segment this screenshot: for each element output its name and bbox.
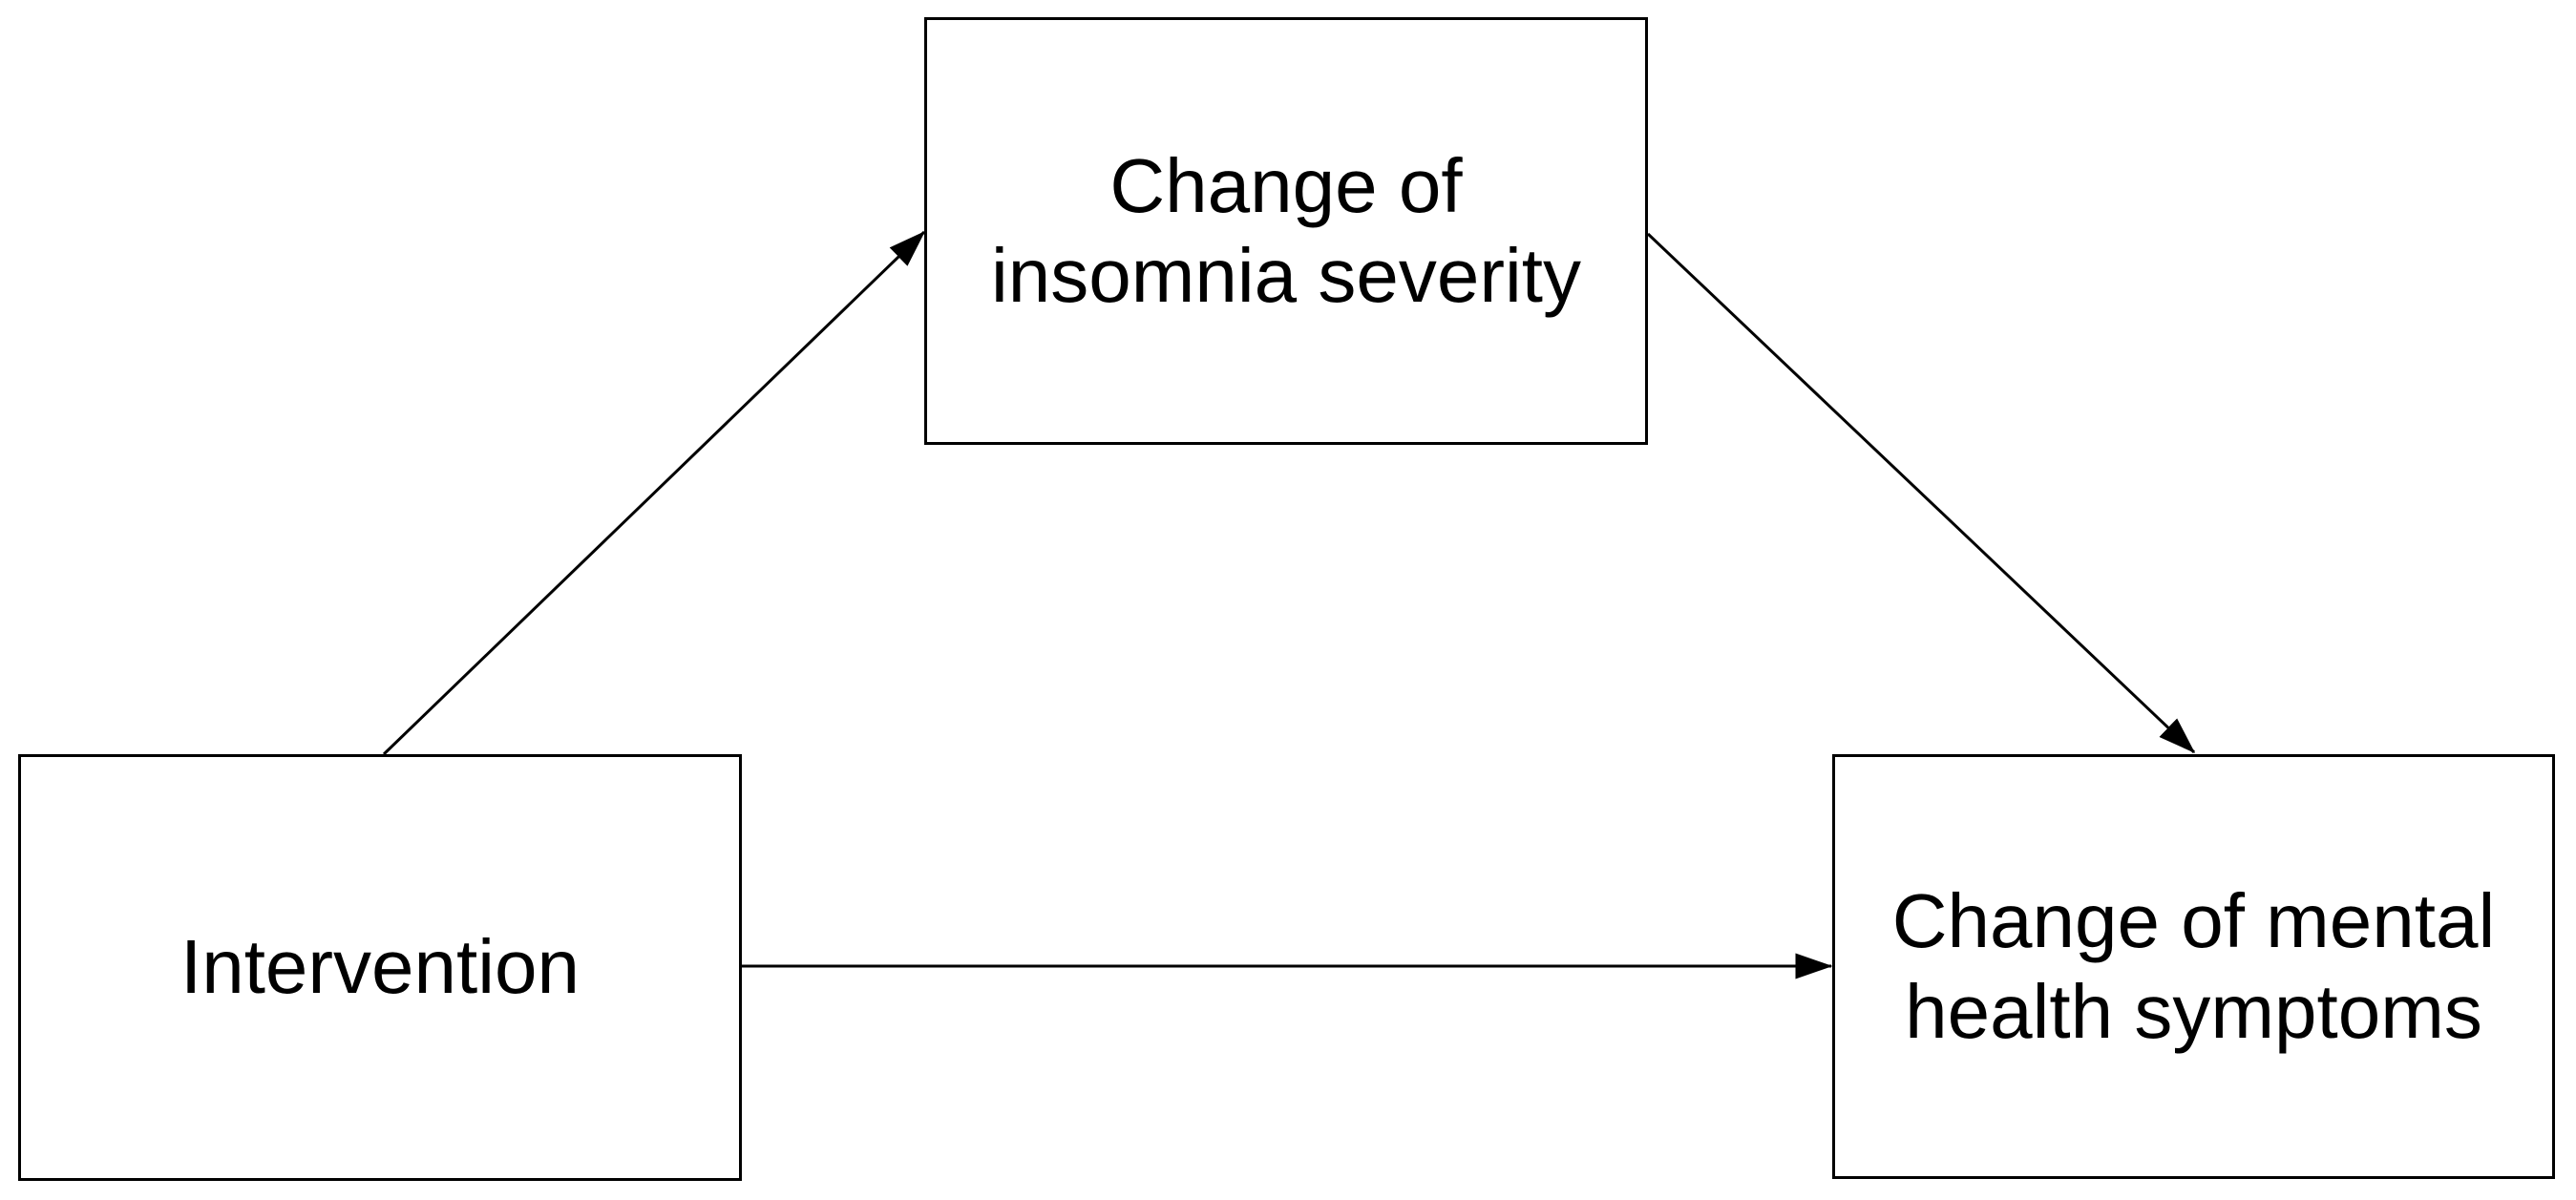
node-insomnia-severity-label-line2: insomnia severity — [990, 233, 1581, 318]
node-intervention-label: Intervention — [179, 924, 581, 1010]
arrow-mediator-to-outcome — [1646, 232, 2196, 754]
node-mental-health-symptoms: Change of mental health symptoms — [1832, 754, 2555, 1179]
node-insomnia-severity-label-line1: Change of — [1109, 142, 1463, 228]
node-intervention: Intervention — [18, 754, 742, 1181]
node-insomnia-severity: Change of insomnia severity — [924, 17, 1648, 445]
node-mental-health-symptoms-label-line1: Change of mental — [1891, 878, 2496, 964]
arrow-intervention-to-mediator — [382, 230, 926, 756]
node-mental-health-symptoms-label-line2: health symptoms — [1905, 968, 2482, 1054]
